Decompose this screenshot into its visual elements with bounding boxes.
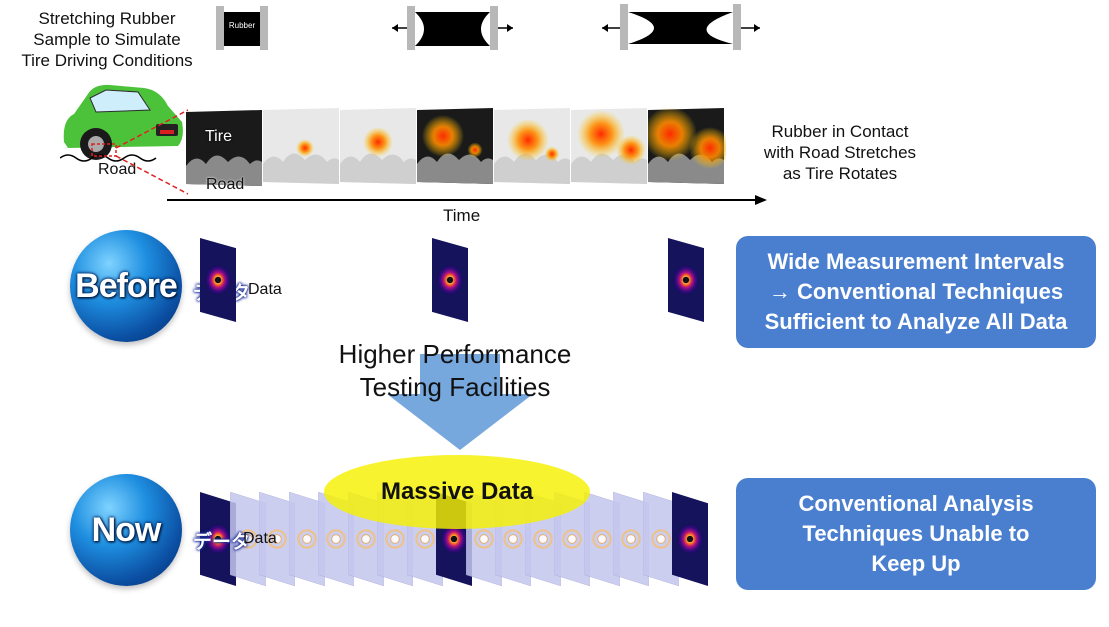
performance-label: Higher Performance Testing Facilities [338,339,572,402]
now-badge-label: Now [91,510,162,549]
rubber-sample-unstretched [216,6,268,50]
now-data-en: Data [243,530,277,547]
rubber-sample-highly-stretched [602,4,760,50]
sim-frame [186,110,262,186]
tire-label: Tire [205,128,232,145]
diffraction-pattern [668,238,704,322]
sim-frame [417,108,493,184]
performance-arrow [387,354,533,450]
contact-label: Rubber in Contact with Road Stretches as… [763,122,917,183]
stretch-label: Stretching Rubber Sample to Simulate Tir… [21,9,193,70]
diffraction-pattern [318,492,354,586]
sim-frame [494,108,570,184]
diffraction-pattern [643,492,679,586]
road-label-frame: Road [206,176,245,193]
diffraction-pattern [259,492,295,586]
sim-frame [648,108,726,184]
massive-ellipse [324,455,590,529]
time-arrow [167,195,767,205]
before-badge-label: Before [75,266,178,305]
diffraction-pattern [613,492,649,586]
stretch-sequence [216,4,760,50]
rubber-sample-label: Rubber [228,21,256,30]
road-label: Road [98,161,137,178]
diffraction-pattern [230,492,266,586]
now-data-jp: データ [193,532,251,553]
diffraction-pattern [289,492,325,586]
time-label: Time [443,206,481,225]
diffraction-pattern [554,492,590,586]
diffraction-pattern [672,492,708,586]
diffraction-pattern [200,492,236,586]
massive-label: Massive Data [380,478,534,505]
before-data-en: Data [248,281,282,298]
car-illustration [60,84,183,162]
now-badge: Now [70,474,182,586]
before-badge: Before [70,230,182,342]
diffraction-pattern [584,492,620,586]
zoom-lines [115,109,189,195]
rubber-sample-stretched [392,6,513,50]
diffraction-pattern [432,238,468,322]
diffraction-pattern [200,238,236,322]
sim-frame [571,108,647,184]
now-callout: Conventional Analysis Techniques Unable … [736,478,1096,590]
before-callout: Wide Measurement Intervals → Conventiona… [736,236,1096,348]
sim-frame [340,108,416,184]
sim-frame [263,108,339,184]
